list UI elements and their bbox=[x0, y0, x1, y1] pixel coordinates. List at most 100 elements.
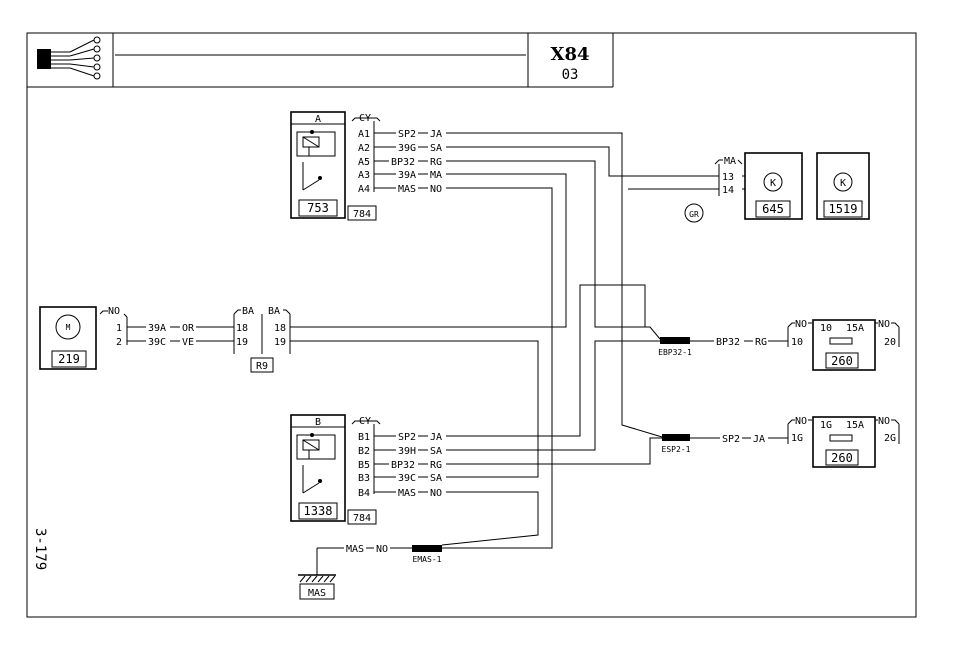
fuse-top-prefix-right: NO bbox=[878, 319, 890, 330]
relay-a: A 753 784 CY bbox=[290, 111, 381, 221]
wire-label: BP32 bbox=[391, 157, 415, 168]
relay-a-pins: A1 SP2 JA A2 39G SA A5 BP32 RG A3 39A MA… bbox=[358, 129, 442, 195]
r9-left-label: BA bbox=[242, 306, 254, 317]
relay-a-ref: 753 bbox=[307, 201, 329, 215]
ma-label: MA bbox=[724, 156, 736, 167]
motor-icon bbox=[55, 314, 81, 340]
warning-lamp-icon bbox=[763, 172, 783, 192]
fuse-icon bbox=[829, 337, 853, 345]
fuse-bottom-rating: 15A bbox=[846, 420, 864, 431]
unit-1519: K 1519 bbox=[816, 152, 870, 220]
wire-label: 39H bbox=[398, 446, 416, 457]
relay-a-wire-stubs bbox=[374, 132, 428, 189]
color-label: JA bbox=[753, 434, 765, 445]
r9-right-label: BA bbox=[268, 306, 280, 317]
color-label: SA bbox=[430, 446, 442, 457]
pin-label: A5 bbox=[358, 157, 370, 168]
unit-645-ref: 645 bbox=[762, 202, 784, 216]
color-label: NO bbox=[430, 184, 442, 195]
color-label: RG bbox=[755, 337, 767, 348]
wire-label: 39C bbox=[398, 473, 416, 484]
harness-connector-icon bbox=[37, 36, 101, 80]
diagram-code: X84 bbox=[550, 44, 589, 65]
fuse-bottom-ref: 260 bbox=[831, 451, 853, 465]
page-frame bbox=[26, 32, 917, 618]
sheet-number: 03 bbox=[562, 67, 579, 83]
color-label: SA bbox=[430, 143, 442, 154]
wire-label: MAS bbox=[346, 544, 364, 555]
splice-esp2: ESP2-1 SP2 JA bbox=[662, 434, 788, 454]
splice-ebp32-label: EBP32-1 bbox=[658, 348, 692, 357]
fuse-bottom-260: NO 1G 1G 15A 260 NO 2G bbox=[787, 416, 900, 468]
relay-b: B 1338 784 CY bbox=[290, 414, 381, 525]
pin-label: 19 bbox=[274, 337, 286, 348]
motor-symbol: M bbox=[66, 323, 71, 332]
wire-label: SP2 bbox=[398, 129, 416, 140]
pin-label: 13 bbox=[722, 172, 734, 183]
wire-runs bbox=[290, 132, 719, 549]
relay-b-pins: B1 SP2 JA B2 39H SA B5 BP32 RG B3 39C SA… bbox=[358, 432, 442, 499]
warning-lamp-icon bbox=[833, 172, 853, 192]
relay-a-prefix: CY bbox=[359, 113, 371, 124]
pin-label: 18 bbox=[274, 323, 286, 334]
pin-label: 1 bbox=[116, 323, 122, 334]
pin-label: 19 bbox=[236, 337, 248, 348]
wire-label: BP32 bbox=[391, 460, 415, 471]
splice-ebp32: EBP32-1 BP32 RG bbox=[658, 337, 788, 357]
wire-label: SP2 bbox=[722, 434, 740, 445]
color-label: SA bbox=[430, 473, 442, 484]
pin-label: B5 bbox=[358, 460, 370, 471]
fuse-bottom-inner-label: 1G bbox=[820, 420, 832, 431]
wire-label: 39A bbox=[398, 170, 416, 181]
wire-label: 39C bbox=[148, 337, 166, 348]
connector-r9: BA BA 18 19 18 19 R9 bbox=[233, 306, 291, 373]
fuse-top-ref: 260 bbox=[831, 354, 853, 368]
pin-label: B2 bbox=[358, 446, 370, 457]
relay-coil-icon bbox=[296, 433, 336, 494]
gr-tag-icon bbox=[684, 203, 704, 223]
color-label: RG bbox=[430, 460, 442, 471]
connector-ma-645: MA 13 14 K 645 GR bbox=[684, 152, 803, 223]
wire-label: BP32 bbox=[716, 337, 740, 348]
ground-label: MAS bbox=[308, 588, 326, 599]
page-reference: 3-179 bbox=[32, 528, 48, 570]
pin-label: B4 bbox=[358, 488, 370, 499]
wire-label: 39A bbox=[148, 323, 166, 334]
wire-label: 39G bbox=[398, 143, 416, 154]
lamp-glyph: K bbox=[840, 178, 846, 189]
color-label: RG bbox=[430, 157, 442, 168]
wire-label: SP2 bbox=[398, 432, 416, 443]
motor-ref: 219 bbox=[58, 352, 80, 366]
fuse-icon bbox=[829, 434, 853, 442]
splice-emas-label: EMAS-1 bbox=[413, 555, 442, 564]
wire-label: MAS bbox=[398, 488, 416, 499]
fuse-bottom-prefix-right: NO bbox=[878, 416, 890, 427]
pin-label: A2 bbox=[358, 143, 370, 154]
fuse-top-260: NO 10 10 15A 260 NO 20 bbox=[787, 319, 900, 371]
color-label: JA bbox=[430, 432, 442, 443]
r9-ref: R9 bbox=[256, 361, 268, 372]
splice-esp2-label: ESP2-1 bbox=[662, 445, 691, 454]
fuse-top-pin-in: 10 bbox=[791, 337, 803, 348]
pin-label: 2 bbox=[116, 337, 122, 348]
relay-b-letter: B bbox=[315, 417, 321, 428]
relay-b-sub-ref: 784 bbox=[353, 513, 371, 524]
fuse-bottom-prefix-left: NO bbox=[795, 416, 807, 427]
relay-b-prefix: CY bbox=[359, 416, 371, 427]
fuse-top-inner-label: 10 bbox=[820, 323, 832, 334]
fuse-bottom-pin-in: 1G bbox=[791, 433, 803, 444]
color-label: MA bbox=[430, 170, 442, 181]
unit-1519-ref: 1519 bbox=[829, 202, 858, 216]
ground-mas: MAS NO MAS bbox=[298, 544, 412, 600]
pin-label: A1 bbox=[358, 129, 370, 140]
motor-prefix: NO bbox=[108, 306, 120, 317]
color-label: NO bbox=[376, 544, 388, 555]
splice-emas: EMAS-1 bbox=[412, 545, 442, 564]
fuse-top-rating: 15A bbox=[846, 323, 864, 334]
relay-a-sub-ref: 784 bbox=[353, 209, 371, 220]
color-label: JA bbox=[430, 129, 442, 140]
pin-label: A4 bbox=[358, 184, 370, 195]
pin-label: 18 bbox=[236, 323, 248, 334]
motor-219: M 219 NO 1 2 39A OR 39C VE bbox=[39, 306, 234, 370]
